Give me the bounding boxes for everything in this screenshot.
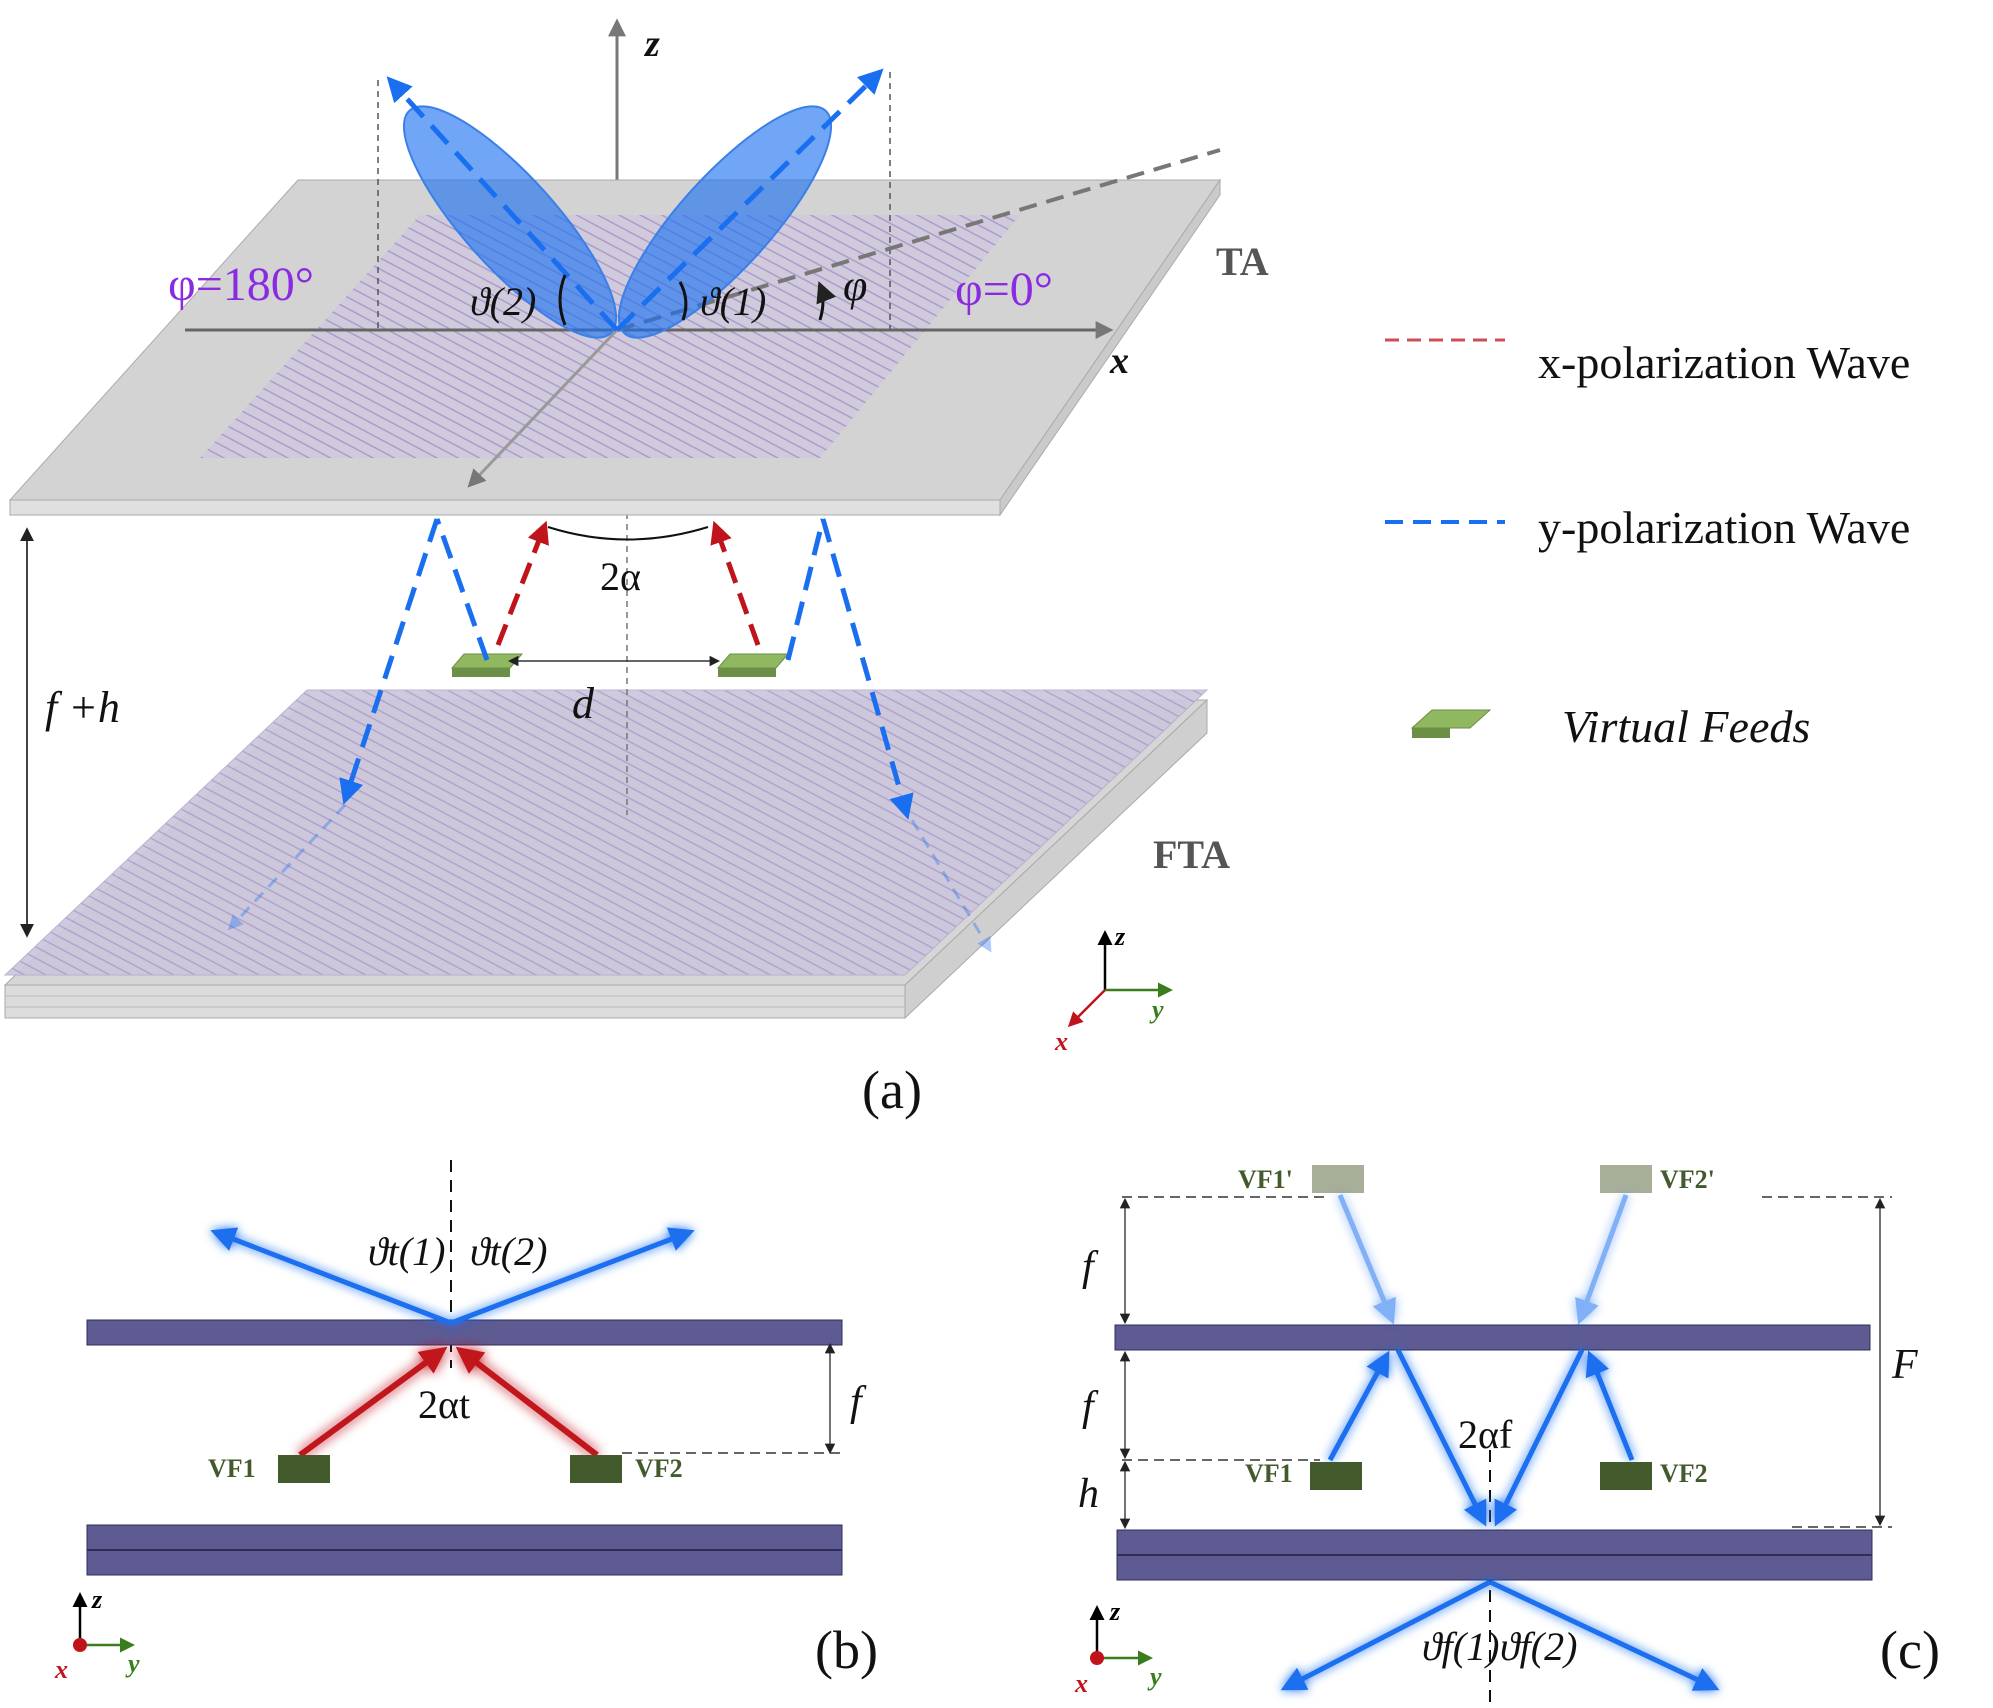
z-axis-label: z <box>643 23 660 65</box>
phi-0-label: φ=0° <box>955 263 1053 316</box>
two-alpha-arc <box>547 526 709 541</box>
h-label-c: h <box>1078 1471 1099 1517</box>
svg-text:y: y <box>1149 995 1164 1024</box>
vf2p-feed <box>1600 1165 1652 1193</box>
x-axis-label: x <box>1109 340 1129 382</box>
vf2-feed-b <box>570 1455 622 1483</box>
vf2-feed-c <box>1600 1462 1652 1490</box>
theta-f1-label: ϑf(1) <box>1422 1624 1499 1669</box>
caption-c: (c) <box>1880 1620 1940 1680</box>
fta-label: FTA <box>1153 832 1230 877</box>
f-top-label-c: f <box>1082 1244 1099 1290</box>
vf2-label-c: VF2 <box>1660 1459 1708 1488</box>
svg-text:y: y <box>1147 1662 1162 1691</box>
vf1-feed-c <box>1310 1462 1362 1490</box>
svg-text:x: x <box>1074 1669 1088 1698</box>
svg-text:z: z <box>1114 922 1126 951</box>
panel-b-top-plate <box>86 1319 843 1346</box>
legend-virtual-feeds: Virtual Feeds <box>1562 701 1810 752</box>
legend-x-pol: x-polarization Wave <box>1538 337 1910 388</box>
two-alpha-label: 2α <box>600 554 641 599</box>
theta1-label: ϑ(1) <box>700 279 766 324</box>
svg-text:x: x <box>1054 1027 1068 1056</box>
virtual-feed-1 <box>450 653 524 677</box>
panel-b-red-rays <box>298 1346 599 1458</box>
f-label-b: f <box>850 1379 867 1425</box>
panel-c-top-plate <box>1114 1324 1871 1351</box>
vf1-label-c: VF1 <box>1245 1459 1293 1488</box>
y-pol-rays-a <box>227 518 992 953</box>
d-label: d <box>572 679 595 728</box>
vf2p-label: VF2' <box>1660 1165 1715 1194</box>
triad-b: z y x <box>54 1585 140 1684</box>
panel-b: VF1 VF2 f ϑt(1) ϑt(2) 2αt z y x (b) <box>54 1160 878 1684</box>
svg-text:y: y <box>125 1649 140 1678</box>
vf1-label-b: VF1 <box>208 1454 256 1483</box>
theta-t1-label: ϑt(1) <box>368 1229 445 1274</box>
phi-ref-line <box>616 148 1221 332</box>
vf1p-label: VF1' <box>1238 1165 1293 1194</box>
virtual-feed-2 <box>716 653 790 677</box>
phi-label: φ <box>843 261 867 310</box>
vf2-label-b: VF2 <box>635 1454 683 1483</box>
theta2-label: ϑ(2) <box>470 279 536 324</box>
caption-a: (a) <box>862 1060 922 1120</box>
vf1-feed-b <box>278 1455 330 1483</box>
ta-plate <box>8 178 1221 517</box>
two-alpha-t-label: 2αt <box>418 1382 470 1427</box>
phi-180-label: φ=180° <box>168 258 314 311</box>
f-mid-label-c: f <box>1082 1384 1099 1430</box>
panel-c-image-rays <box>1337 1194 1629 1325</box>
panel-c-blue-rays <box>1280 1348 1720 1691</box>
panel-b-blue-rays <box>210 1227 695 1326</box>
F-label-c: F <box>1891 1342 1918 1388</box>
panel-a: z FTA d <box>3 18 1269 1120</box>
panel-c: VF1' VF2' VF1 VF2 f f h F 2αf <box>1074 1165 1940 1708</box>
y-axis <box>467 328 619 488</box>
legend-y-pol: y-polarization Wave <box>1538 502 1910 553</box>
legend-feed-icon <box>1410 709 1492 738</box>
svg-text:z: z <box>91 1585 103 1614</box>
caption-b: (b) <box>815 1620 878 1680</box>
triad-c: z y x <box>1074 1597 1162 1698</box>
vf1p-feed <box>1312 1165 1364 1193</box>
legend: x-polarization Wave y-polarization Wave … <box>1385 337 1910 752</box>
svg-text:z: z <box>1109 1597 1121 1626</box>
theta-t2-label: ϑt(2) <box>470 1229 547 1274</box>
theta-f2-label: ϑf(2) <box>1500 1624 1577 1669</box>
fh-label: f +h <box>45 683 120 732</box>
fta-plate <box>3 689 1209 1020</box>
two-alpha-f-label: 2αf <box>1458 1412 1513 1457</box>
ta-label: TA <box>1216 239 1269 284</box>
x-pol-rays-a <box>495 520 761 646</box>
triad-a: z y x <box>1054 922 1173 1056</box>
svg-text:x: x <box>54 1655 68 1684</box>
